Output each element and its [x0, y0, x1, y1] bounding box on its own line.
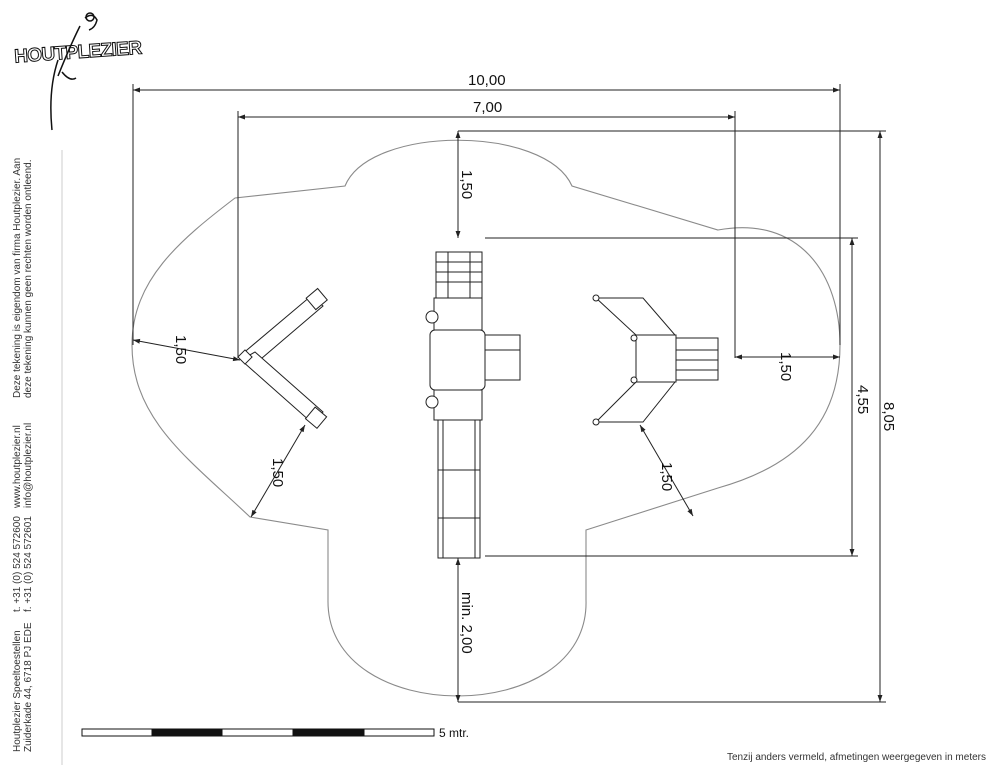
- climb-lower-wing: [594, 381, 677, 423]
- label-inner-height: 4,55: [854, 385, 871, 414]
- tower-upper-deck: [433, 297, 483, 331]
- scale-bar: [81, 728, 435, 737]
- label-right-lower-clearance: 1,50: [658, 462, 675, 491]
- climb-post: [630, 334, 638, 342]
- logo-head: [85, 12, 95, 22]
- scale-segment: [151, 728, 223, 737]
- safety-zone-outline: [131, 139, 841, 697]
- logo-figure: [50, 14, 98, 131]
- climb-ladder: [675, 337, 719, 381]
- scale-segment: [221, 728, 294, 737]
- logo-text: HOUTPLEZIER: [14, 38, 143, 68]
- label-total-height: 8,05: [880, 402, 897, 431]
- climb-post: [592, 294, 600, 302]
- v-beam-post-top: [305, 287, 328, 311]
- label-inner-width: 7,00: [473, 99, 502, 116]
- left-v-beam: [237, 287, 328, 429]
- v-beam-post-bottom: [304, 406, 328, 429]
- tower-post: [425, 310, 439, 324]
- label-top-clearance: 1,50: [458, 170, 475, 199]
- dim-right-lower-line: [639, 424, 694, 517]
- label-right-clearance: 1,50: [777, 352, 794, 381]
- label-left-lower-clearance: 1,50: [269, 458, 286, 487]
- label-bottom-clearance: min. 2,00: [458, 592, 475, 654]
- scale-bar-label: 5 mtr.: [439, 726, 469, 740]
- tower-post: [425, 395, 439, 409]
- climb-post: [630, 376, 638, 384]
- units-note: Tenzij anders vermeld, afmetingen weerge…: [726, 752, 986, 763]
- climb-post: [592, 418, 600, 426]
- scale-segment: [363, 728, 435, 737]
- dimensions: [132, 84, 886, 703]
- right-climbing-frame: [592, 294, 719, 426]
- tower-lower-deck: [433, 389, 483, 421]
- tower-ladder-frame: [435, 251, 483, 299]
- slide-chute: [437, 419, 481, 559]
- climb-center-deck: [635, 334, 677, 383]
- dimension-labels: 10,00 7,00 1,50 1,50 1,50 1,50 1,50 4,55…: [172, 72, 897, 654]
- dim-left-lower-line: [250, 424, 306, 518]
- label-left-clearance: 1,50: [172, 335, 189, 364]
- v-beam-post-center: [237, 349, 253, 365]
- scale-segment: [292, 728, 365, 737]
- tower-roof: [429, 329, 486, 391]
- label-total-width: 10,00: [468, 72, 506, 89]
- houtplezier-logo: HOUTPLEZIER: [13, 12, 144, 131]
- v-beam-lower-arm: [240, 351, 324, 423]
- climb-upper-wing: [594, 297, 677, 336]
- central-play-tower: [425, 251, 521, 559]
- dim-left-clearance-line: [132, 338, 241, 362]
- scale-segment: [81, 728, 153, 737]
- tower-side-platform: [484, 334, 521, 381]
